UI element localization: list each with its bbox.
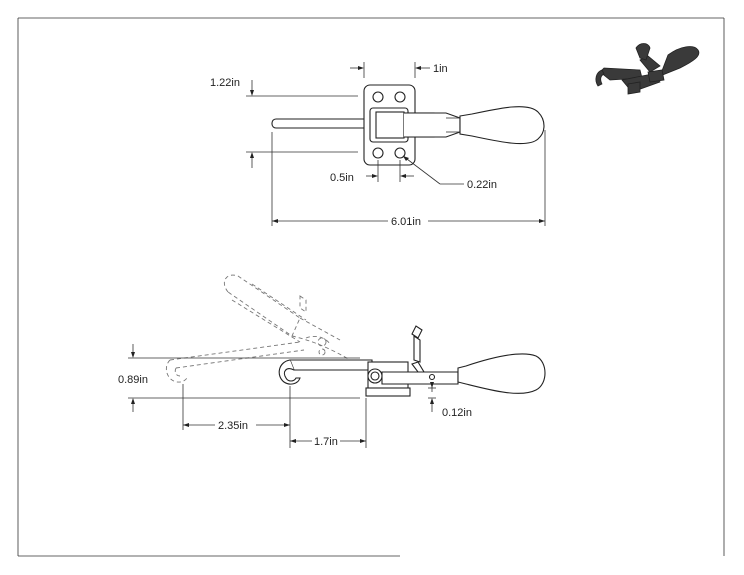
dim-6.01in: 6.01in xyxy=(271,130,546,228)
dim-label-reach: 1.7in xyxy=(314,436,338,448)
closed-position-clamp xyxy=(278,325,546,397)
dim-2.35in: 2.35in xyxy=(182,384,291,448)
dim-1.22in: 1.22in xyxy=(210,77,358,168)
dim-0.89in: 0.89in xyxy=(118,344,360,412)
top-view: 1in 1.22in 0.5in 0.22in xyxy=(210,62,546,228)
handle xyxy=(459,106,545,145)
dim-label-hole-spacing: 0.5in xyxy=(330,172,354,184)
dim-label-open-travel: 2.35in xyxy=(218,420,248,432)
dim-label-pivot-offset: 0.12in xyxy=(442,407,472,419)
dim-label-hole-diameter: 0.22in xyxy=(467,179,497,191)
dim-label-height: 0.89in xyxy=(118,374,148,386)
dim-label-hole-vertical: 1.22in xyxy=(210,77,240,89)
dim-1in: 1in xyxy=(350,62,448,78)
open-position-ghost xyxy=(165,274,373,383)
rod xyxy=(271,118,373,129)
latch-mechanism xyxy=(403,112,461,138)
isometric-thumbnail xyxy=(595,43,700,95)
dim-label-overall-length: 6.01in xyxy=(391,216,421,228)
dim-0.22in: 0.22in xyxy=(402,155,497,191)
dim-label-base-width: 1in xyxy=(433,63,448,75)
side-view: 0.89in 0.12in 2.35in xyxy=(118,274,546,448)
dim-0.5in: 0.5in xyxy=(330,160,414,184)
sheet-border xyxy=(17,17,725,557)
dim-0.12in: 0.12in xyxy=(428,382,472,419)
base-plate xyxy=(363,84,416,166)
dim-1.7in: 1.7in xyxy=(290,398,367,448)
